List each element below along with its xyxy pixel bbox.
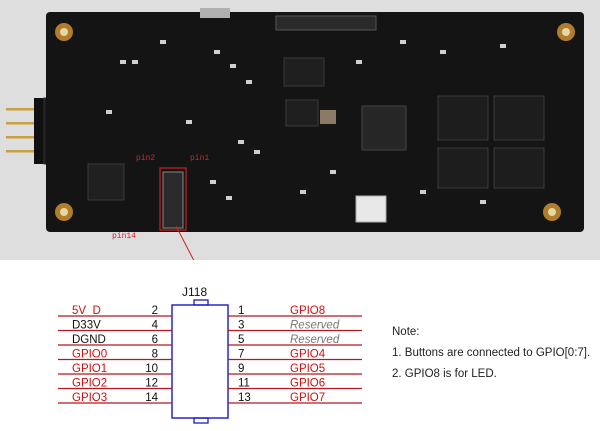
left-pin-number-4: 4 [152, 320, 159, 332]
left-signal-10: GPIO1 [72, 363, 107, 375]
connector-tab-top [193, 299, 209, 306]
left-signal-14: GPIO3 [72, 392, 107, 404]
left-signal-12: GPIO2 [72, 378, 107, 390]
left-signal-4: D33V [72, 320, 101, 332]
left-pin-number-10: 10 [145, 363, 158, 375]
left-signal-2: 5V_D [72, 305, 101, 317]
smd-components [106, 40, 506, 204]
note-item-1: 1. Buttons are connected to GPIO[0:7]. [392, 347, 591, 359]
right-signal-13: GPIO7 [290, 392, 325, 404]
left-pin-number-6: 6 [152, 334, 158, 346]
left-pin-number-12: 12 [145, 378, 158, 390]
right-pin-number-5: 5 [238, 334, 244, 346]
callout-line [175, 225, 195, 260]
connector-tab-bottom [193, 417, 209, 424]
left-signal-6: DGND [72, 334, 106, 346]
j118-footprint [159, 167, 187, 231]
note-box: Note: 1. Buttons are connected to GPIO[0… [392, 322, 590, 385]
right-signal-5: Reserved [290, 334, 340, 346]
right-signal-1: GPIO8 [290, 305, 325, 317]
pcb-photo: pin2 pin1 pin14 [0, 0, 600, 260]
right-pin-number-7: 7 [238, 349, 244, 361]
pin1-label: pin1 [190, 154, 209, 163]
pin14-label: pin14 [112, 232, 136, 241]
right-signal-7: GPIO4 [290, 349, 326, 361]
mounting-holes [55, 23, 575, 221]
right-pin-number-11: 11 [238, 378, 250, 390]
right-pin-number-13: 13 [238, 392, 251, 404]
right-pin-number-1: 1 [238, 305, 244, 317]
left-pin-number-8: 8 [152, 349, 158, 361]
pin2-label: pin2 [136, 154, 155, 163]
right-pin-number-3: 3 [238, 320, 244, 332]
ics [87, 57, 545, 223]
left-signal-8: GPIO0 [72, 349, 107, 361]
connector-body [171, 304, 229, 419]
note-item-2: 2. GPIO8 is for LED. [392, 368, 497, 380]
left-pin-number-2: 2 [152, 305, 158, 317]
right-signal-3: Reserved [290, 320, 340, 332]
right-pin-number-9: 9 [238, 363, 244, 375]
right-signal-9: GPIO5 [290, 363, 325, 375]
note-title: Note: [392, 326, 420, 338]
top-tab [200, 8, 230, 18]
right-signal-11: GPIO6 [290, 378, 325, 390]
left-pin-number-14: 14 [145, 392, 158, 404]
fpc-connector [275, 15, 377, 31]
connector-name: J118 [182, 285, 207, 299]
